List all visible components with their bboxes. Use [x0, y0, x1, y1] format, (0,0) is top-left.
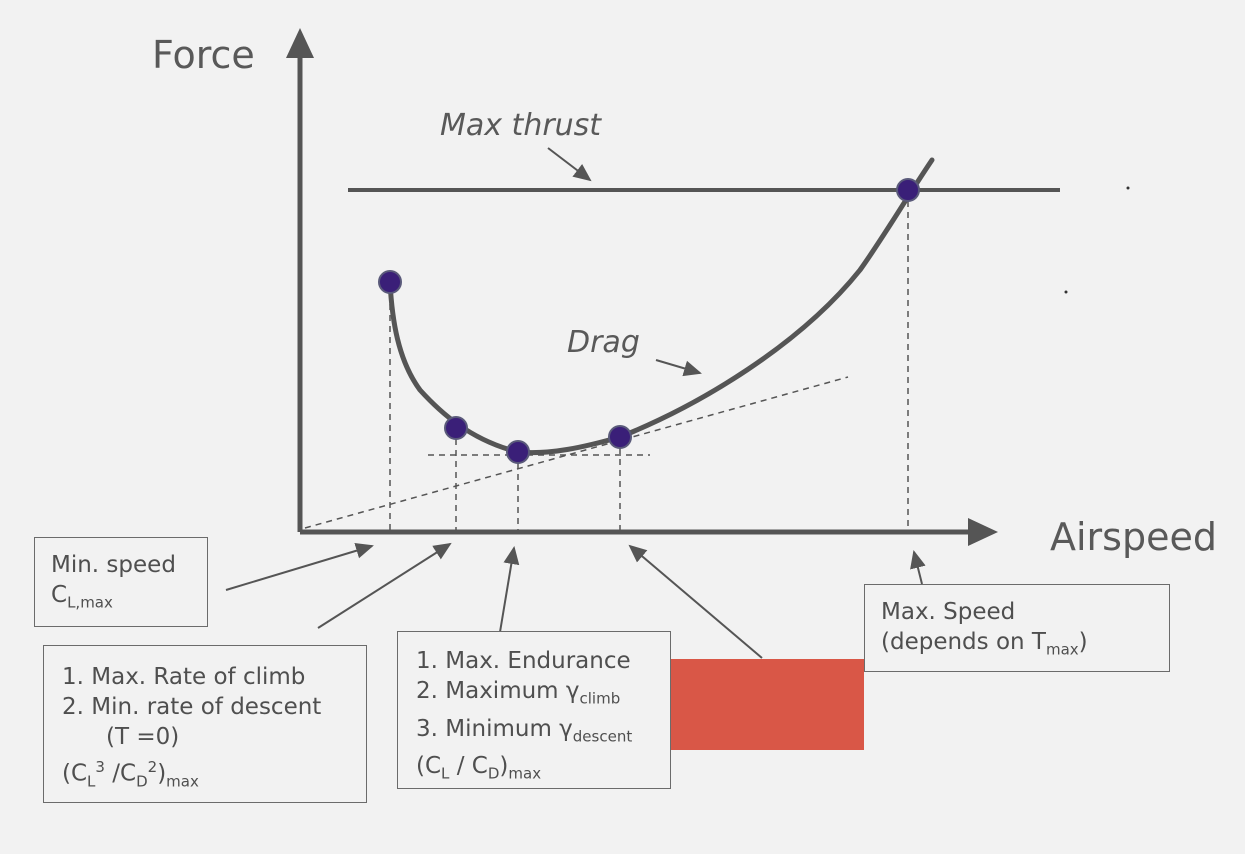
max-thrust-label: Max thrust	[440, 108, 602, 143]
climb-line-3: (T =0)	[106, 724, 180, 750]
x-axis-label: Airspeed	[1050, 515, 1217, 559]
y-axis-arrowhead	[286, 28, 314, 58]
min-speed-box: Min. speed CL,max	[34, 537, 208, 627]
red-highlight-block	[671, 659, 864, 750]
range-arrow	[628, 544, 763, 659]
drag-curve	[387, 157, 935, 456]
point-max-climb	[444, 416, 468, 440]
endurance-line-2: 2. Maximum γclimb	[416, 678, 621, 708]
max-speed-box: Max. Speed (depends on Tmax)	[864, 584, 1170, 672]
stray-dot	[1064, 290, 1068, 294]
y-axis-label: Force	[152, 33, 255, 77]
endurance-ratio: (CL / CD)max	[416, 753, 542, 783]
max-speed-arrow	[910, 550, 926, 585]
drag-label: Drag	[567, 325, 640, 360]
climb-ratio: (CL3 /CD2)max	[62, 758, 199, 791]
max-thrust-pointer	[547, 147, 592, 182]
endurance-arrow	[499, 546, 520, 633]
tangent-line	[304, 376, 849, 529]
min-speed-coefficient: CL,max	[51, 582, 113, 612]
point-min-speed	[378, 270, 402, 294]
drag-pointer	[655, 359, 702, 377]
climb-line-1: 1. Max. Rate of climb	[62, 664, 306, 690]
endurance-line-1: 1. Max. Endurance	[416, 648, 631, 674]
point-max-speed	[896, 178, 920, 202]
stray-dot	[1126, 186, 1130, 190]
climb-arrow	[317, 542, 452, 629]
max-speed-line-1: Max. Speed	[881, 599, 1016, 625]
climb-line-2: 2. Min. rate of descent	[62, 694, 322, 720]
min-speed-text: Min. speed	[51, 552, 176, 578]
x-axis-arrowhead	[968, 518, 998, 546]
min-speed-arrow	[225, 542, 374, 591]
endurance-line-3: 3. Minimum γdescent	[416, 715, 633, 746]
endurance-box: 1. Max. Endurance 2. Maximum γclimb 3. M…	[397, 631, 671, 789]
max-speed-line-2: (depends on Tmax)	[881, 629, 1088, 659]
point-max-range	[608, 425, 632, 449]
point-min-drag	[506, 440, 530, 464]
climb-box: 1. Max. Rate of climb 2. Min. rate of de…	[43, 645, 367, 803]
